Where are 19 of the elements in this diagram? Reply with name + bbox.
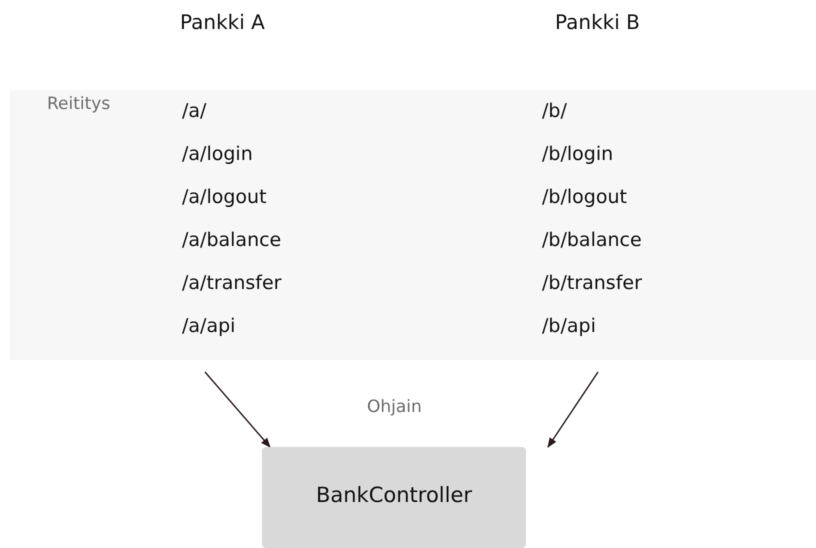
route-path: /b/logout <box>542 185 627 210</box>
route-path: /a/logout <box>182 185 267 210</box>
bank-heading: Pankki B <box>555 10 640 34</box>
route-path: /a/login <box>182 142 253 167</box>
route-path: /a/balance <box>182 228 282 253</box>
route-path: /b/api <box>542 314 596 339</box>
route-path: /b/balance <box>542 228 642 253</box>
arrow <box>547 372 599 448</box>
route-path: /b/transfer <box>542 271 642 296</box>
route-path: /b/ <box>542 99 567 124</box>
route-path: /a/transfer <box>182 271 282 296</box>
controller-name: BankController <box>314 483 474 507</box>
route-path: /a/ <box>182 99 206 124</box>
controller-heading: Ohjain <box>367 397 422 417</box>
arrow <box>204 372 271 448</box>
route-path: /a/api <box>182 314 236 339</box>
bank-heading: Pankki A <box>180 10 265 34</box>
section-label: Reititys <box>47 94 110 114</box>
route-path: /b/login <box>542 142 614 167</box>
